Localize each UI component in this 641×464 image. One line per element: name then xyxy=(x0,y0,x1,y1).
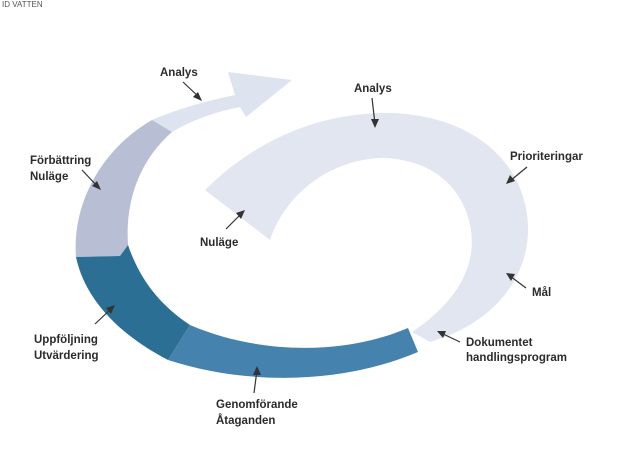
pointer-forbattring xyxy=(81,169,101,190)
pointer-analys-top xyxy=(182,81,202,101)
corner-text: ID VATTEN xyxy=(2,0,43,9)
segment-forbattring xyxy=(75,120,172,257)
label-genomforande-line1: Genomförande xyxy=(216,399,298,411)
segment-genomforande xyxy=(168,325,418,378)
label-analys-inner: Analys xyxy=(354,83,392,95)
label-nulage-inner: Nuläge xyxy=(200,237,238,249)
label-dokumentet-line2: handlingsprogram xyxy=(466,352,567,364)
pointer-prioriteringar xyxy=(506,166,528,184)
label-forbattring-line1: Förbättring xyxy=(30,155,91,167)
label-prioriteringar: Prioriteringar xyxy=(510,151,583,163)
label-dokumentet-line1: Dokumentet xyxy=(466,337,533,349)
label-uppfoljning-line2: Utvärdering xyxy=(34,350,99,362)
pointer-mal xyxy=(506,273,527,289)
label-uppfoljning-line1: Uppföljning xyxy=(34,334,98,346)
label-forbattring-line2: Nuläge xyxy=(30,171,68,183)
pointer-analys-inner xyxy=(371,97,379,128)
pointer-nulage-inner xyxy=(225,210,245,230)
label-analys-top: Analys xyxy=(160,67,198,79)
inner-spiral-band xyxy=(205,112,529,343)
pointer-genomforande xyxy=(253,366,261,394)
pointer-uppfoljning xyxy=(94,305,115,325)
label-mal: Mål xyxy=(532,287,551,299)
label-genomforande-line2: Åtaganden xyxy=(216,414,275,427)
segment-analys-arrow xyxy=(152,72,292,132)
segment-uppfoljning xyxy=(76,245,190,360)
pointer-dokumentet xyxy=(437,331,461,343)
